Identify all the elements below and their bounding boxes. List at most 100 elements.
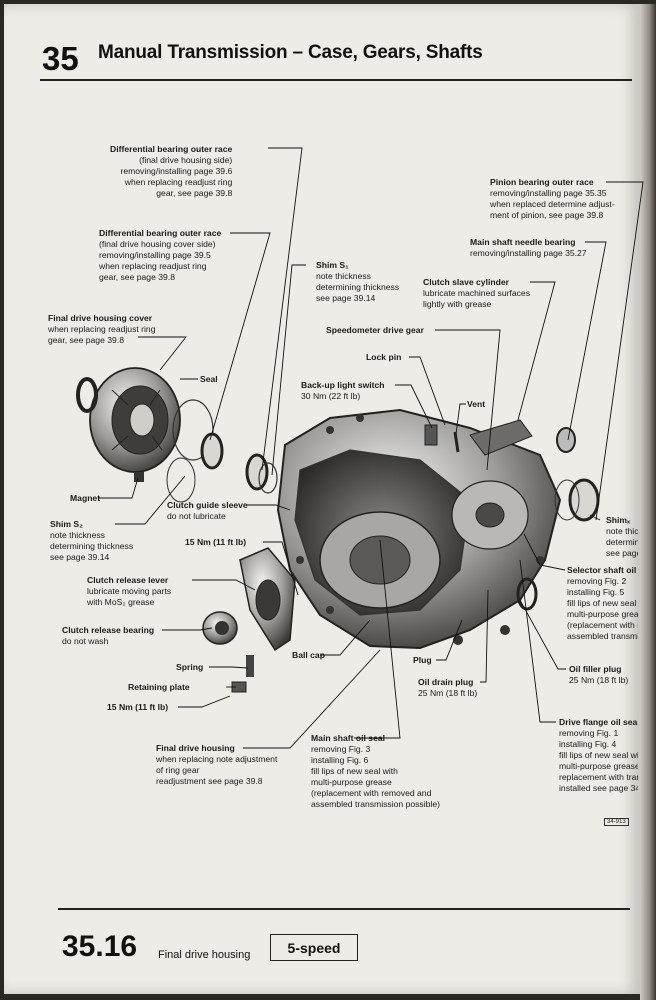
callout-note: installing Fig. 6	[311, 755, 369, 765]
callout-note: lubricate moving parts	[87, 586, 172, 596]
callout-title: Shim S₂	[50, 519, 83, 529]
oil-filler-part	[500, 625, 510, 635]
callout-note: assembled transmission possible)	[567, 631, 638, 641]
callout-note: determine thickness	[606, 537, 638, 547]
callout-note: removing/installing page 39.5	[99, 250, 211, 260]
callout-note: gear, see page 39.8	[99, 272, 175, 282]
callout-selector-seal: Selector shaft oil seal removing Fig. 2 …	[567, 565, 638, 642]
callout-note: removing/installing page 39.6	[120, 166, 233, 176]
final-drive-cover	[89, 367, 181, 473]
callout-title: Final drive housing cover	[48, 313, 153, 323]
callout-note: removing/installing page 35.35	[490, 188, 607, 198]
callout-title: Spring	[176, 662, 204, 672]
callout-clutch-slave: Clutch slave cylinder lubricate machined…	[423, 277, 530, 310]
magnet-part	[134, 472, 144, 482]
callout-note: determining thickness	[50, 541, 134, 551]
callout-backup-switch: Back-up light switch 30 Nm (22 ft lb)	[301, 380, 385, 402]
callout-title: Oil filler plug	[569, 664, 622, 674]
callout-note: when replacing readjust ring	[124, 177, 233, 187]
callout-title: Shimₓ	[606, 515, 631, 525]
callout-note: (final drive housing side)	[139, 155, 233, 165]
callout-note: note thickness	[606, 526, 638, 536]
callout-title: Drive flange oil seal	[559, 717, 638, 727]
callout-oil-drain: Oil drain plug 25 Nm (18 ft lb)	[418, 677, 477, 699]
header-rule	[40, 79, 632, 81]
figure-reference: 34-913	[604, 818, 629, 826]
callout-title: Vent	[467, 399, 486, 409]
callout-title: Selector shaft oil seal	[567, 565, 638, 575]
page-edge	[640, 4, 656, 1000]
callout-note: 25 Nm (18 ft lb)	[418, 688, 478, 698]
drive-flange-seal-part	[516, 577, 538, 611]
callout-diff-race-side: Differential bearing outer race (final d…	[110, 144, 232, 199]
callout-note: fill lips of new seal with	[567, 598, 638, 608]
callout-note: lightly with grease	[423, 299, 492, 309]
callout-note: 30 Nm (22 ft lb)	[301, 391, 361, 401]
callout-note: see page 39.14	[316, 293, 376, 303]
callout-needle-bearing: Main shaft needle bearing removing/insta…	[470, 237, 587, 259]
callout-final-cover: Final drive housing cover when replacing…	[48, 313, 156, 346]
callout-title: Magnet	[70, 493, 101, 503]
callout-note: removing Fig. 2	[567, 576, 627, 586]
callout-note: multi-purpose grease	[311, 777, 392, 787]
callout-title: Differential bearing outer race	[99, 228, 222, 238]
callout-magnet: Magnet	[70, 493, 100, 504]
callout-note: removing Fig. 1	[559, 728, 619, 738]
callout-plug: Plug	[413, 655, 432, 666]
callout-speedometer: Speedometer drive gear	[326, 325, 424, 336]
callout-shim-x: Shimₓ note thickness determine thickness…	[606, 515, 638, 559]
callout-title: Retaining plate	[128, 682, 190, 692]
callout-note: with MoS₂ grease	[87, 597, 155, 607]
footer-title: Final drive housing	[158, 949, 251, 961]
callout-title: Final drive housing	[156, 743, 235, 753]
callout-title: Clutch guide sleeve	[167, 500, 248, 510]
spring-part	[246, 655, 254, 677]
callout-note: 25 Nm (18 ft lb)	[569, 675, 629, 685]
callout-clutch-bearing: Clutch release bearing do not wash	[62, 625, 154, 647]
callout-note: do not lubricate	[167, 511, 226, 521]
clutch-release-lever	[239, 547, 296, 652]
section-number: 35	[42, 40, 79, 77]
callout-lock-pin: Lock pin	[366, 352, 401, 363]
callout-title: Plug	[413, 655, 432, 665]
callout-note: installing Fig. 5	[567, 587, 625, 597]
callout-title: Clutch release lever	[87, 575, 169, 585]
shim-x-part	[554, 479, 580, 521]
needle-bearing-part	[556, 427, 576, 453]
callout-note: gear, see page 39.8	[156, 188, 233, 198]
callout-title: Shim S₁	[316, 260, 349, 270]
callout-spring: Spring	[176, 662, 203, 673]
transmission-housing	[276, 408, 562, 650]
shim-s2-part	[166, 457, 196, 503]
callout-title: Oil drain plug	[418, 677, 474, 687]
callout-note: removing/installing page 35.27	[470, 248, 587, 258]
callout-note: multi-purpose grease	[567, 609, 638, 619]
shim-s1-part	[258, 462, 278, 494]
callout-drive-flange-seal: Drive flange oil seal removing Fig. 1 in…	[559, 717, 638, 794]
footer-rule	[58, 908, 630, 910]
callout-note: when replaced determine adjust-	[490, 199, 615, 209]
callout-note: fill lips of new seal with	[559, 750, 638, 760]
callout-note: multi-purpose grease	[559, 761, 638, 771]
callout-note: see page 39.14	[606, 548, 638, 558]
callout-title: 15 Nm (11 ft lb)	[185, 537, 247, 547]
diff-race-side-part	[245, 453, 269, 491]
page-title: Manual Transmission – Case, Gears, Shaft…	[98, 42, 483, 63]
callout-title: Main shaft needle bearing	[470, 237, 576, 247]
callout-note: (final drive housing cover side)	[99, 239, 216, 249]
callout-note: installed see page 34.6	[559, 783, 638, 793]
callout-note: note thickness	[50, 530, 105, 540]
callout-note: of ring gear	[156, 765, 200, 775]
callout-oil-filler: Oil filler plug 25 Nm (18 ft lb)	[569, 664, 628, 686]
callout-title: Speedometer drive gear	[326, 325, 424, 335]
diff-race-cover-part	[200, 432, 224, 470]
callout-title: 15 Nm (11 ft lb)	[107, 702, 169, 712]
callout-torque-lower: 15 Nm (11 ft lb)	[107, 702, 168, 713]
callout-seal: Seal	[200, 374, 218, 385]
callout-title: Clutch slave cylinder	[423, 277, 509, 287]
callout-note: when replacing readjust ring	[48, 324, 156, 334]
callout-note: removing Fig. 3	[311, 744, 371, 754]
callout-note: see page 39.14	[50, 552, 110, 562]
callout-retaining-plate: Retaining plate	[128, 682, 190, 693]
